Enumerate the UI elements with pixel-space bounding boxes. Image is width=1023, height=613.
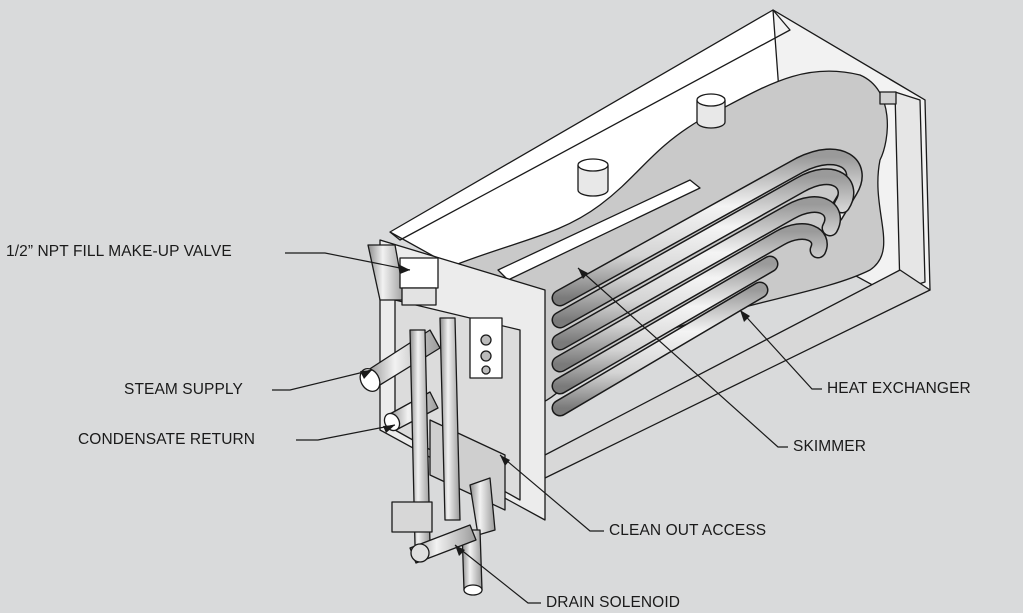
label-skimmer: SKIMMER	[793, 438, 867, 455]
skimmer-leader	[577, 267, 788, 448]
skimmer	[497, 179, 701, 281]
top-fittings	[577, 91, 897, 197]
label-fill-valve: 1/2” NPT FILL MAKE-UP VALVE	[6, 243, 232, 260]
label-drain-solenoid: DRAIN SOLENOID	[546, 594, 681, 611]
tank-right-flange	[894, 91, 926, 291]
drain-elbow	[469, 477, 496, 536]
tank-front-edge	[389, 9, 791, 241]
label-heat-exchanger: HEAT EXCHANGER	[827, 380, 971, 397]
drain-solenoid-leader	[454, 544, 541, 604]
leader-lines	[272, 252, 822, 604]
humidifier-unit	[359, 9, 931, 596]
fill-valve-body	[399, 257, 439, 289]
condensate-return-leader	[296, 424, 396, 441]
label-condensate-return: CONDENSATE RETURN	[78, 431, 256, 448]
heat-exchanger-leader	[739, 309, 822, 390]
clean-out-leader	[499, 454, 604, 532]
leader-arrows	[360, 264, 750, 556]
fill-valve-leader	[285, 252, 411, 271]
heat-exchanger-tubes	[551, 148, 863, 417]
drain-solenoid-body	[391, 501, 433, 533]
label-steam-supply: STEAM SUPPLY	[124, 381, 243, 398]
steam-supply-leader	[272, 369, 373, 391]
label-clean-out-access: CLEAN OUT ACCESS	[609, 522, 767, 539]
